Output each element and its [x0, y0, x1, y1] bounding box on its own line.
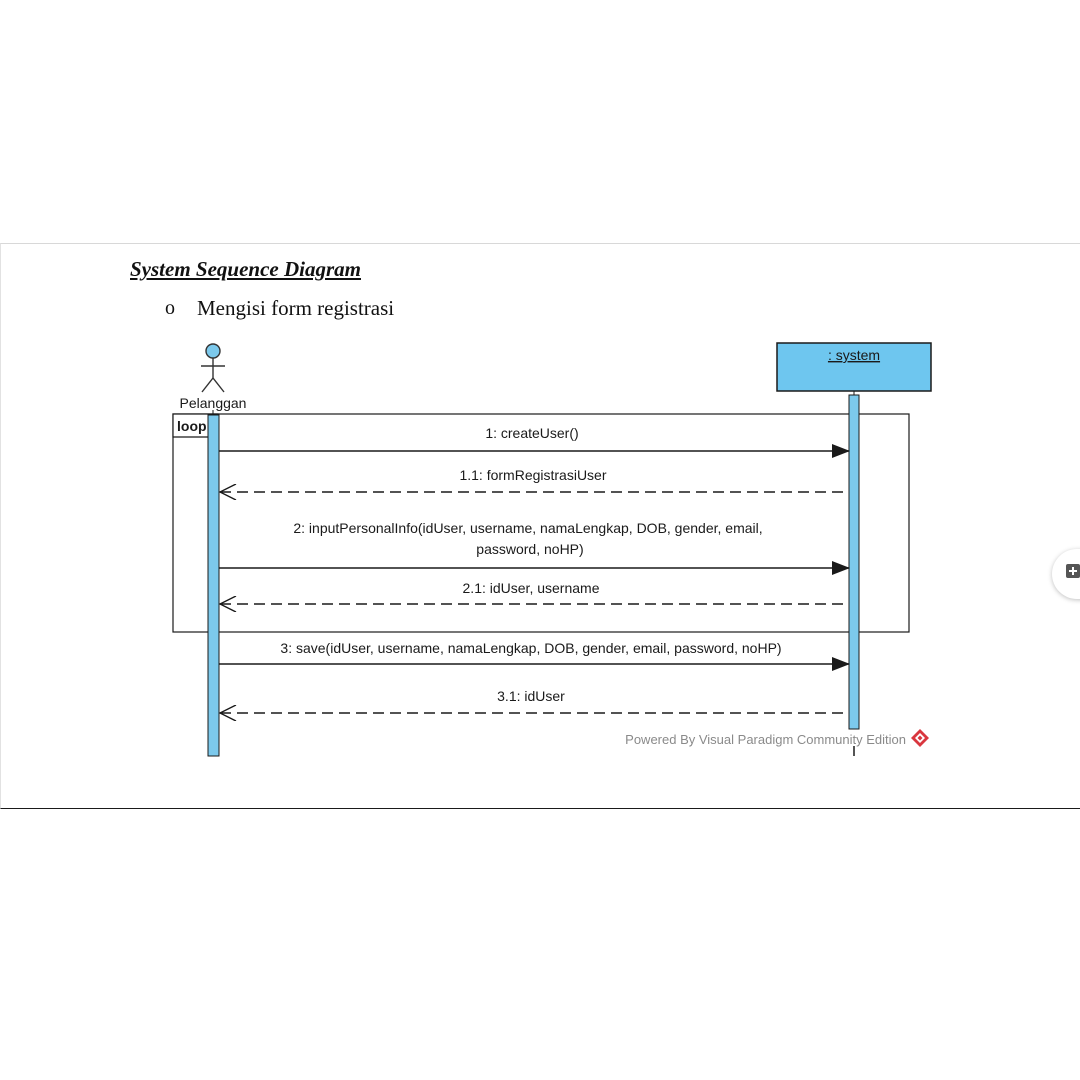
return-message-label: 3.1: idUser [497, 688, 565, 704]
message-label: 1: createUser() [485, 425, 578, 441]
message-label-continued: password, noHP) [476, 541, 583, 557]
return-message-label: 2.1: idUser, username [463, 580, 600, 596]
document-page [0, 243, 1080, 809]
section-heading: System Sequence Diagram [130, 257, 361, 281]
watermark-text: Powered By Visual Paradigm Community Edi… [625, 732, 906, 747]
message-label: 3: save(idUser, username, namaLengkap, D… [280, 640, 781, 656]
message-label: 2: inputPersonalInfo(idUser, username, n… [293, 520, 762, 536]
system-lifeline-label: : system [828, 347, 880, 363]
system-activation-bar [848, 394, 860, 730]
visual-paradigm-logo-icon [911, 729, 929, 747]
section-subheading: Mengisi form registrasi [197, 296, 395, 320]
stick-figure-icon [201, 343, 225, 393]
expand-icon [1066, 564, 1080, 578]
loop-fragment [172, 413, 910, 633]
return-message-label: 1.1: formRegistrasiUser [459, 467, 606, 483]
actor-activation-bar [207, 414, 220, 757]
loop-operator-label: loop [177, 418, 207, 434]
bullet-marker: o [165, 297, 175, 319]
actor-name: Pelanggan [180, 395, 247, 411]
